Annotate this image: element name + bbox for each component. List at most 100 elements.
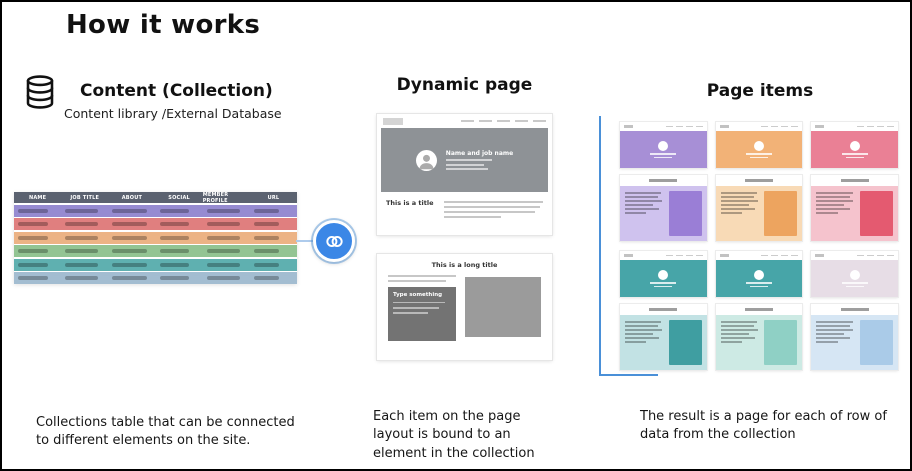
thumbnail-text-lines bbox=[625, 191, 664, 236]
thumbnail-text-lines bbox=[816, 191, 855, 236]
page-item-content-thumbnail bbox=[715, 304, 803, 370]
page-item-content-thumbnail bbox=[620, 175, 707, 241]
thumbnail-image-block bbox=[668, 320, 702, 365]
thumbnail-hero-banner bbox=[811, 260, 898, 297]
mockup2-body: Type something bbox=[377, 269, 552, 341]
avatar-placeholder bbox=[658, 270, 669, 280]
avatar-placeholder bbox=[753, 270, 764, 280]
dynamic-page-mockup-content: This is a long title Type something bbox=[377, 254, 552, 360]
thumbnail-navbar bbox=[811, 251, 898, 260]
page-item-teal-light bbox=[715, 251, 803, 370]
thumbnail-text-lines bbox=[816, 320, 855, 365]
thumbnail-body bbox=[715, 186, 803, 241]
table-row bbox=[14, 272, 297, 284]
page-item-hero-thumbnail bbox=[811, 251, 898, 297]
page-item-teal bbox=[620, 251, 707, 370]
page-items-heading: Page items bbox=[706, 81, 814, 101]
table-row bbox=[14, 204, 297, 217]
avatar-placeholder bbox=[849, 141, 860, 151]
collection-subheading: Content library /External Database bbox=[64, 106, 282, 121]
column-header: SOCIAL bbox=[168, 194, 190, 201]
thumbnail-body bbox=[715, 315, 803, 370]
thumbnail-hero-banner bbox=[811, 131, 898, 168]
thumbnail-navbar bbox=[716, 122, 803, 131]
dynamic-page-caption: Each item on the page layout is bound to… bbox=[373, 409, 535, 461]
mockup-navbar bbox=[377, 114, 552, 128]
link-connector bbox=[313, 220, 355, 262]
column-header: JOB TITLE bbox=[70, 194, 100, 201]
thumbnail-body bbox=[811, 315, 898, 370]
table-row bbox=[14, 218, 297, 230]
column-header: ABOUT bbox=[121, 194, 143, 201]
page-item-hero-thumbnail bbox=[715, 251, 803, 297]
connector-line bbox=[296, 240, 318, 242]
thumbnail-image-block bbox=[859, 191, 893, 236]
avatar-placeholder bbox=[753, 141, 764, 151]
logo-placeholder bbox=[383, 117, 403, 125]
dynamic-page-heading: Dynamic page bbox=[396, 75, 533, 95]
thumbnail-navbar bbox=[620, 251, 707, 260]
thumbnail-body bbox=[811, 186, 898, 241]
mockup-hero: Name and job name bbox=[381, 128, 548, 192]
avatar-placeholder bbox=[849, 270, 860, 280]
dynamic-page-mockup-profile: Name and job name This is a title bbox=[377, 114, 552, 235]
page-item-content-thumbnail bbox=[811, 304, 898, 370]
thumbnail-hero-banner bbox=[620, 131, 707, 168]
thumbnail-body bbox=[620, 186, 707, 241]
mockup-hero-text: Name and job name bbox=[445, 150, 513, 171]
thumbnail-image-block bbox=[764, 191, 798, 236]
page-item-pink bbox=[811, 122, 898, 241]
thumbnail-title bbox=[716, 304, 803, 315]
thumbnail-navbar bbox=[811, 122, 898, 131]
thumbnail-text-lines bbox=[720, 191, 760, 236]
page-item-orange bbox=[715, 122, 803, 241]
mockup-text-box: Type something bbox=[388, 287, 456, 341]
connector-bracket bbox=[599, 116, 658, 376]
mockup-section: This is a title bbox=[377, 192, 552, 218]
thumbnail-body bbox=[620, 315, 707, 370]
avatar-placeholder bbox=[415, 149, 437, 171]
page-title: How it works bbox=[66, 10, 261, 40]
database-icon bbox=[22, 74, 58, 110]
thumbnail-hero-banner bbox=[715, 260, 803, 297]
page-items-grid bbox=[620, 122, 898, 370]
thumbnail-image-block bbox=[668, 191, 702, 236]
thumbnail-hero-banner bbox=[715, 131, 803, 168]
column-header: URL bbox=[267, 194, 280, 201]
thumbnail-image-block bbox=[764, 320, 798, 365]
thumbnail-title bbox=[811, 175, 898, 186]
mockup-box-label: Type something bbox=[393, 292, 443, 298]
page-item-hero-thumbnail bbox=[715, 122, 803, 168]
thumbnail-hero-banner bbox=[620, 260, 707, 297]
table-row bbox=[14, 245, 297, 257]
image-placeholder bbox=[465, 277, 541, 337]
table-row bbox=[14, 258, 297, 271]
page-item-hero-thumbnail bbox=[620, 122, 707, 168]
mockup2-left-column: Type something bbox=[388, 275, 456, 341]
link-icon bbox=[325, 235, 343, 247]
thumbnail-text-lines bbox=[720, 320, 760, 365]
page-item-light-blue bbox=[811, 251, 898, 370]
thumbnail-title bbox=[620, 304, 707, 315]
person-icon bbox=[419, 154, 434, 169]
page-item-content-thumbnail bbox=[620, 304, 707, 370]
thumbnail-image-block bbox=[859, 320, 893, 365]
thumbnail-navbar bbox=[716, 251, 803, 260]
page-item-content-thumbnail bbox=[715, 175, 803, 241]
thumbnail-title bbox=[811, 304, 898, 315]
avatar-placeholder bbox=[658, 141, 669, 151]
page-item-hero-thumbnail bbox=[620, 251, 707, 297]
page-items-caption: The result is a page for each of row of … bbox=[640, 409, 887, 443]
column-header: NAME bbox=[28, 194, 47, 201]
thumbnail-navbar bbox=[620, 122, 707, 131]
thumbnail-text-lines bbox=[625, 320, 664, 365]
page-item-content-thumbnail bbox=[811, 175, 898, 241]
collection-caption: Collections table that can be connected … bbox=[36, 415, 295, 449]
mockup-section-title: This is a title bbox=[386, 199, 434, 207]
thumbnail-title bbox=[620, 175, 707, 186]
thumbnail-title bbox=[716, 175, 803, 186]
table-row bbox=[14, 231, 297, 244]
